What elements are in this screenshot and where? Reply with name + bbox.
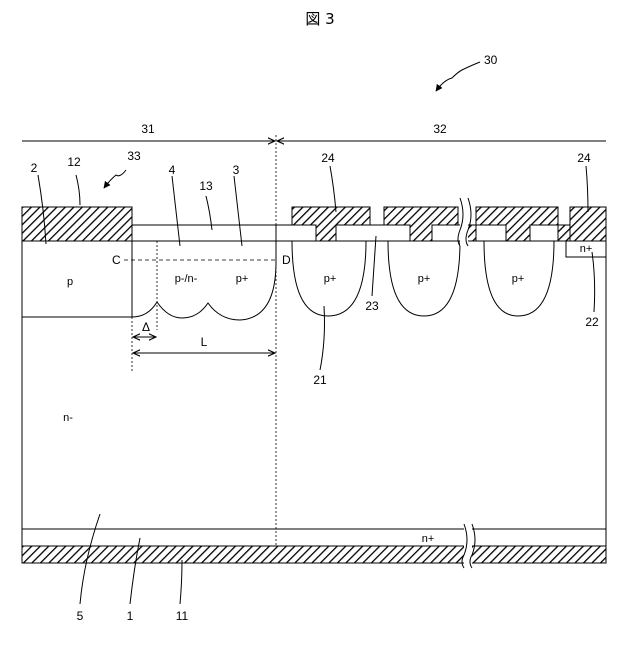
ref-11: 11	[176, 609, 189, 623]
region-p-minus-n-minus: p-/n-	[175, 273, 198, 285]
ref-5: 5	[77, 609, 84, 623]
ref-3: 3	[233, 163, 240, 177]
region-p-plus-1: p+	[324, 273, 337, 285]
ref-24-b: 24	[577, 151, 591, 165]
region-n-plus-top: n+	[580, 243, 593, 255]
region-p-plus-3: p+	[512, 273, 525, 285]
ref-22: 22	[585, 315, 599, 329]
ref-24-a: 24	[321, 151, 335, 165]
region-p-plus-2: p+	[418, 273, 431, 285]
dim-delta: Δ	[142, 320, 150, 334]
ref-4: 4	[169, 163, 176, 177]
point-d: D	[282, 253, 291, 267]
point-c: C	[112, 253, 121, 267]
leader-11	[180, 560, 182, 604]
leader-23	[372, 236, 376, 296]
leader-24-a	[330, 166, 336, 212]
ref-21: 21	[313, 373, 327, 387]
ref-30-leader	[436, 62, 480, 91]
ref-23: 23	[365, 299, 379, 313]
leader-33	[104, 170, 126, 188]
ref-1: 1	[127, 609, 134, 623]
electrode-24-d	[570, 207, 606, 241]
junction-termination-profile	[132, 241, 276, 320]
ref-13: 13	[199, 179, 213, 193]
region-n-minus: n-	[63, 412, 73, 424]
dim-l: L	[201, 335, 208, 349]
leader-12	[76, 175, 80, 205]
ref-30: 30	[484, 53, 498, 67]
leader-24-b	[586, 166, 588, 212]
region-p: p	[67, 276, 73, 288]
ref-33: 33	[127, 149, 141, 163]
region-n-plus-bottom: n+	[422, 533, 435, 545]
insulating-film-13	[132, 225, 276, 241]
ref-12: 12	[67, 155, 81, 169]
ref-32: 32	[433, 122, 447, 136]
region-p-plus-main: p+	[236, 273, 249, 285]
electrode-12	[22, 207, 132, 241]
contact-block	[558, 225, 570, 241]
ref-2: 2	[31, 161, 38, 175]
figure-title: 図 3	[305, 10, 334, 28]
bottom-electrode	[22, 546, 606, 563]
ref-31: 31	[141, 122, 155, 136]
leader-22	[592, 252, 595, 312]
